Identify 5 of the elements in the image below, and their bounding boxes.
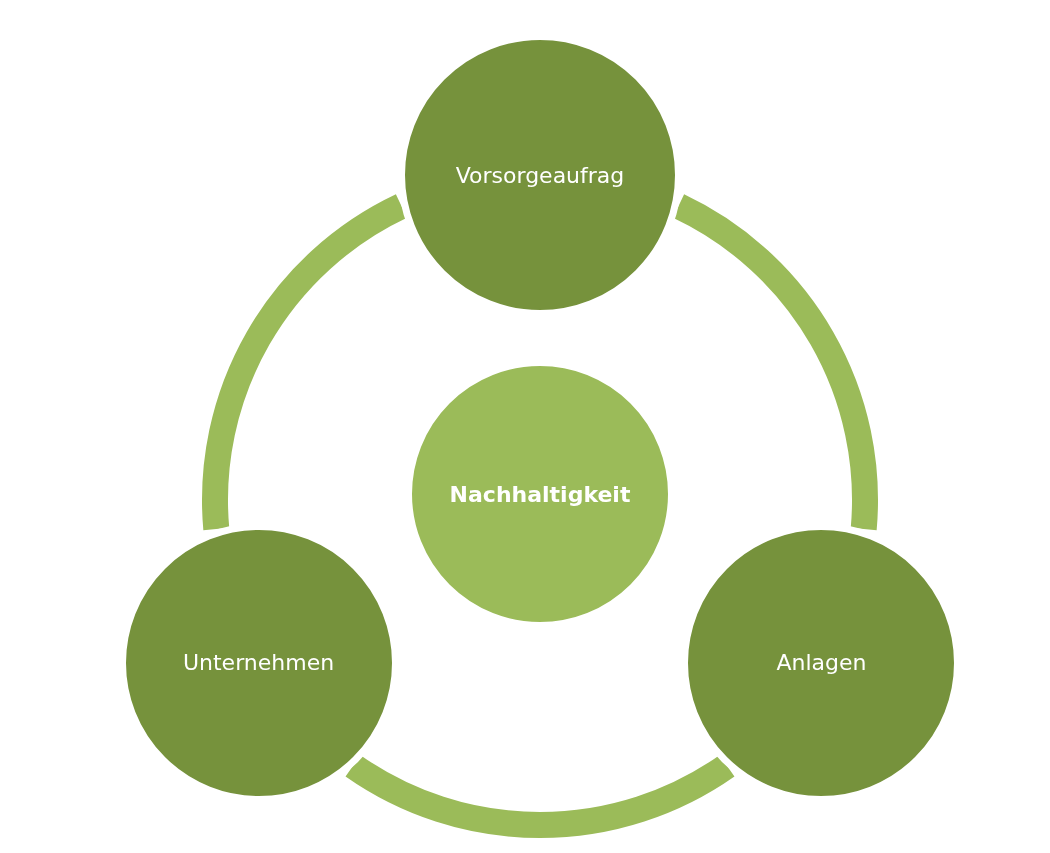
node-label: Nachhaltigkeit [449,481,631,507]
node-label: Vorsorgeaufrag [455,162,625,188]
node-label: Unternehmen [182,650,335,675]
node-label: Anlagen [776,650,867,675]
ring-arc-connector [346,754,734,838]
